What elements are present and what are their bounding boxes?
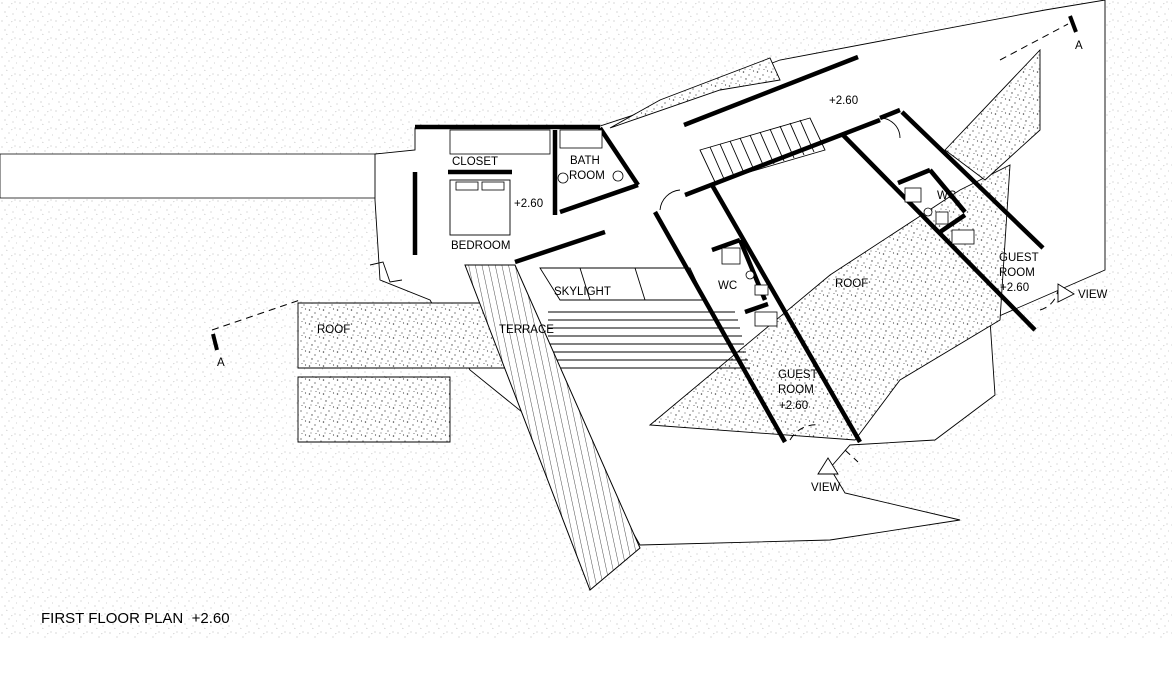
door-upper [879,117,901,139]
label-bedroom: BEDROOM [451,240,510,252]
wc-right-toilet [923,207,933,217]
roof-strip-right [944,48,1041,181]
bathtub [559,129,603,149]
plan-title: FIRST FLOOR PLAN +2.60 [41,610,230,627]
wc-right-shower [904,187,922,203]
label-guest-right-1: GUEST [999,252,1039,264]
roof-left-lower [297,376,451,443]
label-skylight: SKYLIGHT [554,286,611,298]
wc-middle-shower [721,247,741,265]
skylight-slats [548,311,750,369]
label-bath-2: ROOM [569,170,605,182]
wc-middle-toilet [745,270,755,280]
double-bed [449,179,511,236]
door-guest-right [1039,289,1059,311]
closet-wardrobe [449,129,551,155]
label-guest-middle-2: ROOM [778,384,814,396]
road [0,153,396,199]
sink-bath [612,170,624,182]
view-arrow-bottom [817,457,839,475]
label-wc-right: WC [937,190,956,202]
planter-top [609,57,781,129]
label-terrace: TERRACE [499,324,554,336]
label-view-bottom: VIEW [811,482,841,494]
door-guest-middle [789,424,821,441]
label-roof-left: ROOF [317,324,350,336]
section-label-right: A [1075,40,1083,52]
walls [412,54,1045,444]
label-guest-right-2: ROOM [999,267,1035,279]
entry-step-mark [369,261,403,283]
section-marker-left [211,299,301,351]
roof-center [648,164,1011,441]
wc-right-basin [935,211,949,225]
label-corridor-level: +2.60 [829,95,858,107]
label-closet: CLOSET [452,156,498,168]
label-bedroom-level: +2.60 [514,198,543,210]
label-bath-1: BATH [570,155,600,167]
terrace-deck [464,264,641,591]
label-guest-right-level: +2.60 [1000,282,1029,294]
section-label-left: A [217,357,225,369]
toilet-bath [557,172,569,184]
section-marker-right [999,15,1078,61]
label-roof-right: ROOF [835,278,868,290]
door-corridor [659,189,681,211]
label-guest-middle-1: GUEST [778,369,818,381]
view-arrow-right [1057,283,1075,303]
label-wc-middle: WC [718,280,737,292]
guest-middle-desk [754,311,778,327]
wc-middle-basin [754,284,769,296]
label-guest-middle-level: +2.60 [779,400,808,412]
guest-right-desk [951,229,975,245]
label-view-right: VIEW [1078,289,1108,301]
